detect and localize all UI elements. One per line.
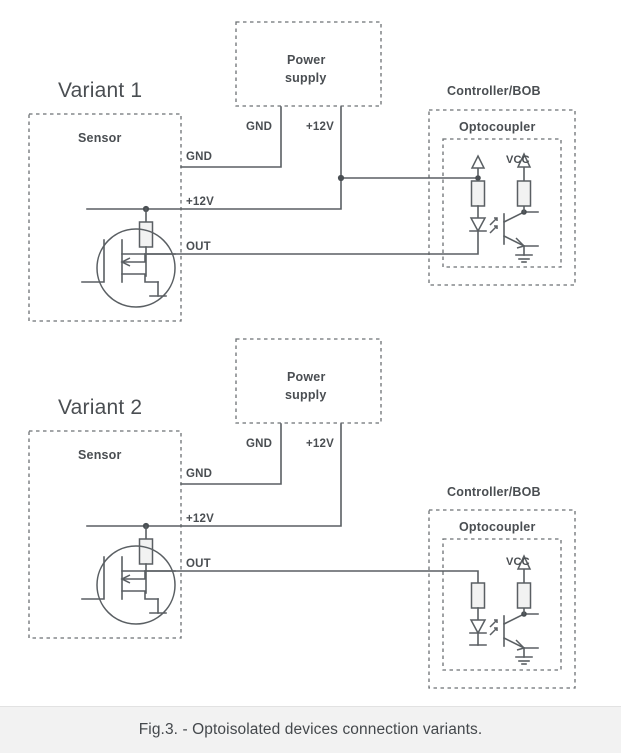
variant-2-power-supply-label-2: supply [285,388,326,402]
variant-2-light-ray-1 [489,627,498,636]
variant-1-vcc-arrow-icon [516,152,532,168]
variant-1-photo-collector [502,211,539,224]
variant-2-sensor-resistor [138,538,154,565]
variant-1-sensor-label: Sensor [78,131,122,145]
variant-1-vcc-label: VCC [506,154,530,166]
variant-1-light-ray-head-2 [494,217,498,221]
variant-1-transistor-arrow [120,257,131,267]
variant-1-group: Variant 1 Sensor Power supply Controller… [28,21,576,322]
variant-1-power-supply-label-2: supply [285,71,326,85]
variant-1-transistor-base-lead [81,239,105,283]
variant-1-power-supply-box [235,21,382,107]
variant-2-sensor-12v-label: +12V [186,513,214,525]
schematic-canvas: Variant 1 Sensor Power supply Controller… [28,21,576,689]
variant-2-power-supply-label-1: Power [287,370,326,384]
variant-1-led-resistor [470,180,486,207]
variant-1-light-ray-head-1 [494,225,498,229]
variant-1-led-supply-arrow-icon [470,154,486,169]
variant-2-power-supply-box [235,338,382,424]
variant-1-transistor-emitter [121,273,159,283]
variant-1-junction-dot-12v [337,174,345,182]
variant-1-ps-gnd-label: GND [246,121,272,133]
variant-2-led-resistor [470,582,486,609]
variant-2-photo-collector [502,613,539,626]
variant-2-sensor-envelope [96,545,176,625]
variant-1-sensor-box [28,113,182,322]
variant-1-light-ray-1 [489,225,498,234]
variant-2-optocoupler-label: Optocoupler [459,520,536,534]
variant-1-led-diode-icon [469,217,487,233]
variant-2-light-ray-2 [489,619,498,628]
variant-1-sensor-envelope [96,228,176,308]
variant-2-sensor-gnd-label: GND [186,468,212,480]
variant-2-sensor-out-label: OUT [186,558,211,570]
variant-2-sensor-box [28,430,182,639]
variant-2-vcc-resistor [516,582,532,609]
variant-2-title: Variant 2 [58,396,142,419]
variant-1-sensor-12v-label: +12V [186,196,214,208]
variant-1-optocoupler-label: Optocoupler [459,120,536,134]
variant-1-sensor-resistor [138,221,154,248]
variant-1-sensor-out-label: OUT [186,241,211,253]
variant-2-photo-emitter [502,636,539,649]
figure-caption-bar: Fig.3. - Optoisolated devices connection… [0,706,621,753]
variant-1-ps-12v-label: +12V [306,121,334,133]
variant-2-led-diode-icon [469,619,487,635]
variant-1-out-wire [144,225,479,255]
variant-2-transistor-emitter [121,590,159,600]
variant-2-ps-12v-label: +12V [306,438,334,450]
variant-2-light-ray-head-1 [494,627,498,631]
variant-2-transistor-arrow [120,574,131,584]
variant-1-junction-dot-led [475,175,481,181]
variant-2-vcc-arrow-icon [516,554,532,570]
variant-2-sensor-label: Sensor [78,448,122,462]
variant-1-12v-wire [86,106,342,210]
variant-2-transistor-base-lead [81,556,105,600]
variant-1-controller-box [428,109,576,286]
variant-1-power-supply-label-1: Power [287,53,326,67]
variant-2-group: Variant 2 Sensor Power supply Controller… [28,338,576,689]
figure-caption: Fig.3. - Optoisolated devices connection… [138,721,483,738]
variant-1-controller-label: Controller/BOB [447,84,541,98]
variant-1-transistor-collector [121,253,146,263]
variant-2-out-wire [144,570,479,584]
variant-1-sensor-gnd-label: GND [186,151,212,163]
variant-1-light-ray-2 [489,217,498,226]
variant-1-vcc-resistor [516,180,532,207]
variant-2-transistor-collector [121,570,146,580]
variant-1-photo-emitter [502,234,539,247]
variant-1-title: Variant 1 [58,79,142,102]
variant-2-optocoupler-box [442,538,562,671]
variant-1-optocoupler-box [442,138,562,268]
variant-2-ps-gnd-label: GND [246,438,272,450]
variant-2-light-ray-head-2 [494,619,498,623]
variant-2-controller-box [428,509,576,689]
variant-2-vcc-label: VCC [506,556,530,568]
variant-1-gnd-wire [180,106,282,168]
variant-2-gnd-wire [180,423,282,485]
variant-2-controller-label: Controller/BOB [447,485,541,499]
variant-2-12v-wire [86,423,342,527]
